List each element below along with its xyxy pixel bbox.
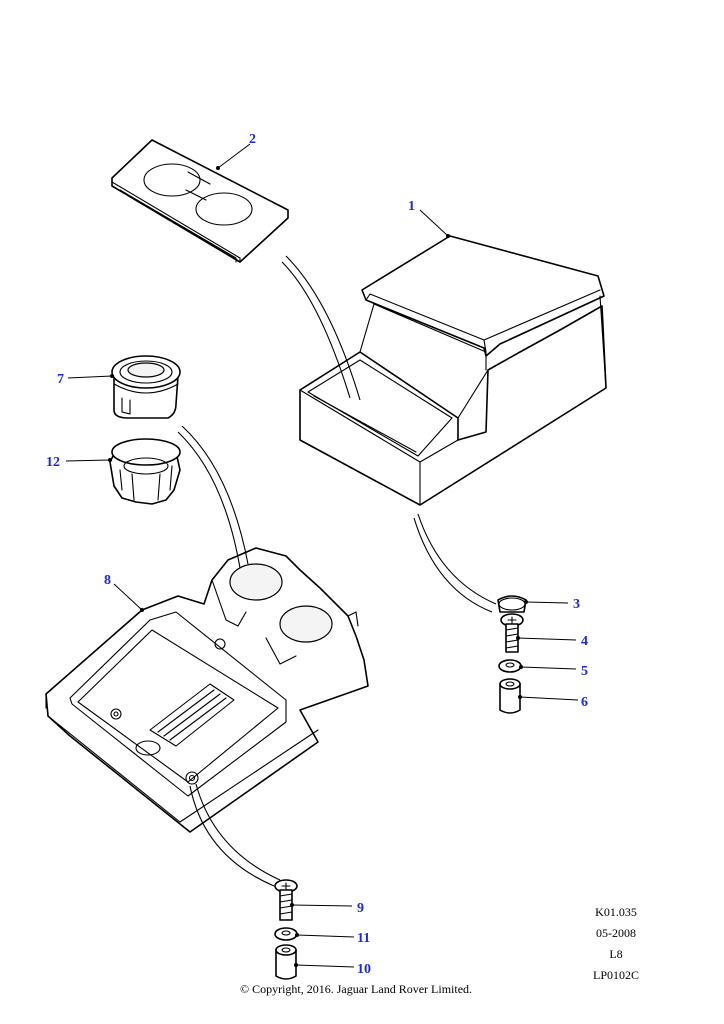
assembly-lines — [177, 255, 497, 887]
callouts: 1 2 3 4 5 6 7 8 9 10 11 12 — [46, 132, 588, 977]
part-10-nut-insert — [275, 944, 297, 980]
part-12-cup-sleeve — [109, 438, 181, 505]
model-code: L8 — [609, 947, 623, 961]
part-5-washer — [498, 659, 522, 673]
part-8-console-tray — [45, 547, 369, 833]
leaders — [65, 143, 579, 968]
part-3-plug — [497, 595, 527, 613]
callout-10: 10 — [357, 962, 371, 977]
part-9-screw — [274, 879, 298, 921]
part-7-cup-insert — [111, 355, 181, 419]
part-11-washer — [274, 927, 298, 941]
part-4-screw — [500, 613, 524, 653]
callout-8: 8 — [104, 573, 111, 588]
part-1-cubby-box — [299, 235, 607, 506]
callout-3: 3 — [573, 597, 580, 612]
callout-12: 12 — [46, 455, 60, 470]
part-2-cupholder-insert — [111, 139, 289, 263]
callout-2: 2 — [249, 132, 256, 147]
copyright-notice: © Copyright, 2016. Jaguar Land Rover Lim… — [239, 982, 473, 996]
callout-5: 5 — [581, 664, 588, 679]
callout-7: 7 — [57, 372, 64, 387]
illustration-info: K01.035 05-2008 L8 LP0102C — [586, 902, 646, 986]
illustration-code: LP0102C — [592, 968, 639, 982]
callout-4: 4 — [581, 634, 588, 649]
callout-1: 1 — [408, 199, 415, 214]
callout-11: 11 — [357, 931, 370, 946]
callout-6: 6 — [581, 695, 588, 710]
reference-number: K01.035 — [595, 905, 637, 919]
part-6-nut-insert — [499, 678, 521, 714]
date-code: 05-2008 — [596, 926, 636, 940]
callout-9: 9 — [357, 901, 364, 916]
